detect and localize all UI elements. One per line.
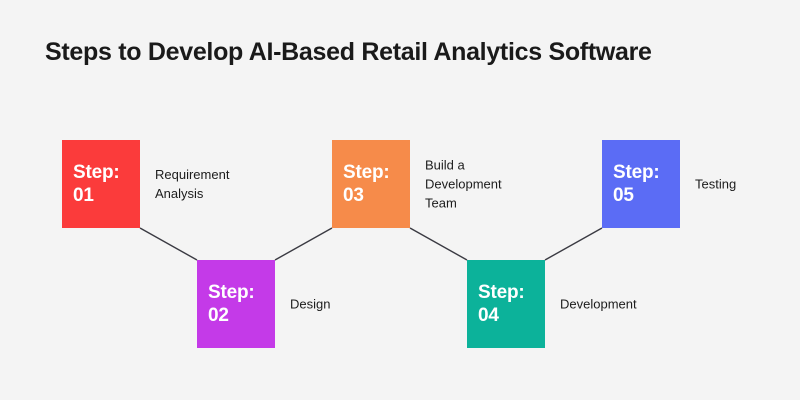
connector-step-03-to-step-04 xyxy=(409,227,468,261)
step-label-02: Design xyxy=(290,296,331,312)
step-word-01: Step: xyxy=(73,162,120,183)
step-word-03: Step: xyxy=(343,162,390,183)
step-node-03: Step:03 Build a Development Team xyxy=(332,140,502,228)
step-number-03: 03 xyxy=(343,185,364,206)
step-word-04: Step: xyxy=(478,282,525,303)
step-node-01: Step:01 Requirement Analysis xyxy=(62,140,229,228)
step-word-02: Step: xyxy=(208,282,255,303)
step-box-05[interactable]: Step:05 xyxy=(602,140,680,228)
step-label-01: Requirement Analysis xyxy=(155,167,230,201)
step-label-03: Build a Development Team xyxy=(425,157,502,211)
step-node-05: Step:05 Testing xyxy=(602,140,736,228)
step-box-01[interactable]: Step:01 xyxy=(62,140,140,228)
step-node-04: Step:04 Development xyxy=(467,260,637,348)
connector-step-04-to-step-05 xyxy=(544,227,603,261)
step-number-05: 05 xyxy=(613,185,634,206)
step-label-05: Testing xyxy=(695,176,737,192)
connector-step-02-to-step-03 xyxy=(274,227,333,261)
step-node-02: Step:02 Design xyxy=(197,260,330,348)
step-number-02: 02 xyxy=(208,305,229,326)
step-label-04: Development xyxy=(560,296,637,312)
step-number-01: 01 xyxy=(73,185,94,206)
connector-step-01-to-step-02 xyxy=(139,227,198,261)
step-number-04: 04 xyxy=(478,305,499,326)
step-box-02[interactable]: Step:02 xyxy=(197,260,275,348)
page-title: Steps to Develop AI-Based Retail Analyti… xyxy=(45,38,652,66)
step-box-03[interactable]: Step:03 xyxy=(332,140,410,228)
step-word-05: Step: xyxy=(613,162,660,183)
step-box-04[interactable]: Step:04 xyxy=(467,260,545,348)
